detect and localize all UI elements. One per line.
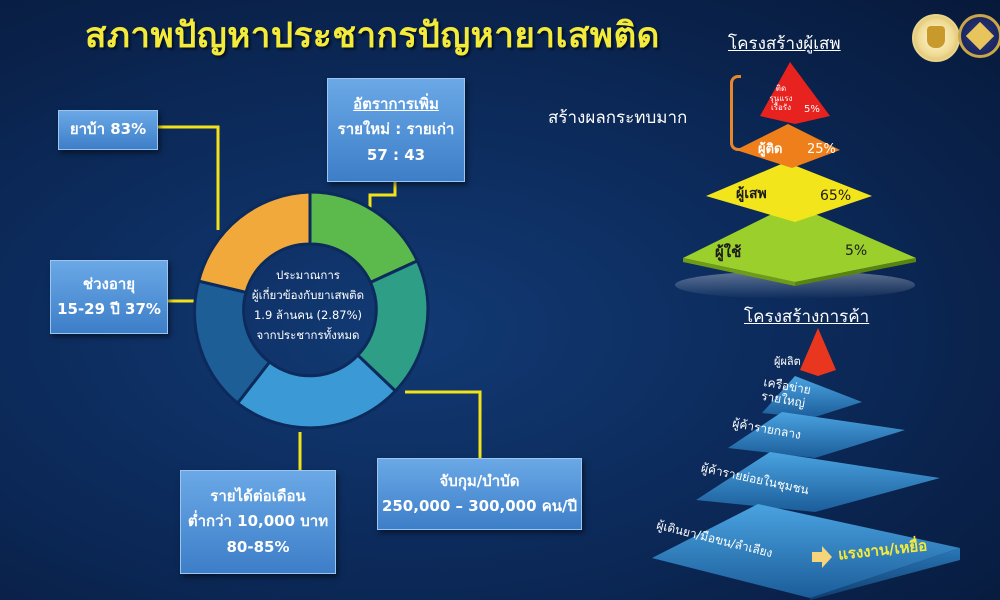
trade-structure-title: โครงสร้างการค้า xyxy=(744,307,870,327)
callout-income: รายได้ต่อเดือน ต่ำกว่า 10,000 บาท 80-85% xyxy=(180,470,336,574)
trade-level-1 xyxy=(800,328,836,376)
addict-level-4-label: ผู้ใช้ xyxy=(715,243,742,261)
connector-lines xyxy=(158,125,482,470)
callout-rate-sub: รายใหม่ : รายเก่า xyxy=(337,120,455,139)
callout-rate-value: 57 : 43 xyxy=(366,145,426,164)
impact-label: สร้างผลกระทบมาก xyxy=(548,108,688,128)
callout-yaba-text: ยาบ้า 83% xyxy=(69,120,147,139)
addict-structure-title: โครงสร้างผู้เสพ xyxy=(728,34,841,54)
addict-level-2 xyxy=(736,124,840,168)
donut-chart xyxy=(193,190,430,430)
addict-level-4-value: 5% xyxy=(845,243,868,259)
trade-arrow-icon xyxy=(812,546,832,568)
trade-level-2 xyxy=(762,376,862,418)
royal-seal-icon xyxy=(912,14,960,62)
callout-age-line2: 15-29 ปี 37% xyxy=(57,300,161,318)
trade-level-5 xyxy=(652,504,960,598)
connector-yaba xyxy=(158,125,220,230)
callout-yaba: ยาบ้า 83% xyxy=(58,110,158,150)
donut-segment-orange xyxy=(196,190,312,295)
trade-pyramid xyxy=(652,328,960,600)
trade-level-1-label: ผู้ผลิต xyxy=(774,355,801,368)
callout-rate-title: อัตราการเพิ่ม xyxy=(353,94,439,113)
addict-level-3 xyxy=(706,162,872,222)
addict-level-4 xyxy=(683,204,916,282)
donut-center-line-3: 1.9 ล้านคน (2.87%) xyxy=(253,308,363,323)
connector-arrest xyxy=(405,390,482,458)
addict-level-1 xyxy=(760,62,830,124)
donut-segment-lightblue xyxy=(235,353,398,430)
callout-income-line1: รายได้ต่อเดือน xyxy=(210,486,306,505)
addict-level-1-value: 5% xyxy=(804,104,820,115)
addict-pyramid xyxy=(675,62,916,299)
callout-age-line1: ช่วงอายุ xyxy=(82,274,136,293)
addict-level-3-label: ผู้เสพ xyxy=(736,186,767,202)
callout-income-line3: 80-85% xyxy=(226,537,290,556)
trade-level-4 xyxy=(696,452,940,512)
donut-center-line-1: ประมาณการ xyxy=(276,268,340,282)
donut-center-text: ประมาณการ ผู้เกี่ยวข้องกับยาเสพติด 1.9 ล… xyxy=(238,265,378,346)
donut-center-line-2: ผู้เกี่ยวข้องกับยาเสพติด xyxy=(251,288,365,303)
addict-level-1-label: ติด รุนแรง เรื้อรัง xyxy=(769,84,793,113)
addict-level-2-value: 25% xyxy=(807,142,836,157)
addict-level-2-label: ผู้ติด xyxy=(758,142,783,157)
callout-arrest-line1: จับกุม/บำบัด xyxy=(439,471,520,490)
trade-level-3 xyxy=(728,412,905,458)
page-title: สภาพปัญหาประชากรปัญหายาเสพติด xyxy=(85,16,660,56)
callout-arrest: จับกุม/บำบัด 250,000 – 300,000 คน/ปี xyxy=(377,458,582,530)
callout-arrest-line2: 250,000 – 300,000 คน/ปี xyxy=(381,497,578,515)
connector-rate xyxy=(368,182,397,210)
callout-income-line2: ต่ำกว่า 10,000 บาท xyxy=(187,512,329,531)
callout-age: ช่วงอายุ 15-29 ปี 37% xyxy=(50,260,168,334)
addict-level-3-value: 65% xyxy=(820,188,852,204)
callout-rate: อัตราการเพิ่ม รายใหม่ : รายเก่า 57 : 43 xyxy=(327,78,465,182)
impact-bracket xyxy=(730,75,741,151)
donut-center-line-4: จากประชากรทั้งหมด xyxy=(256,328,360,343)
agency-emblem-icon xyxy=(958,14,1000,58)
